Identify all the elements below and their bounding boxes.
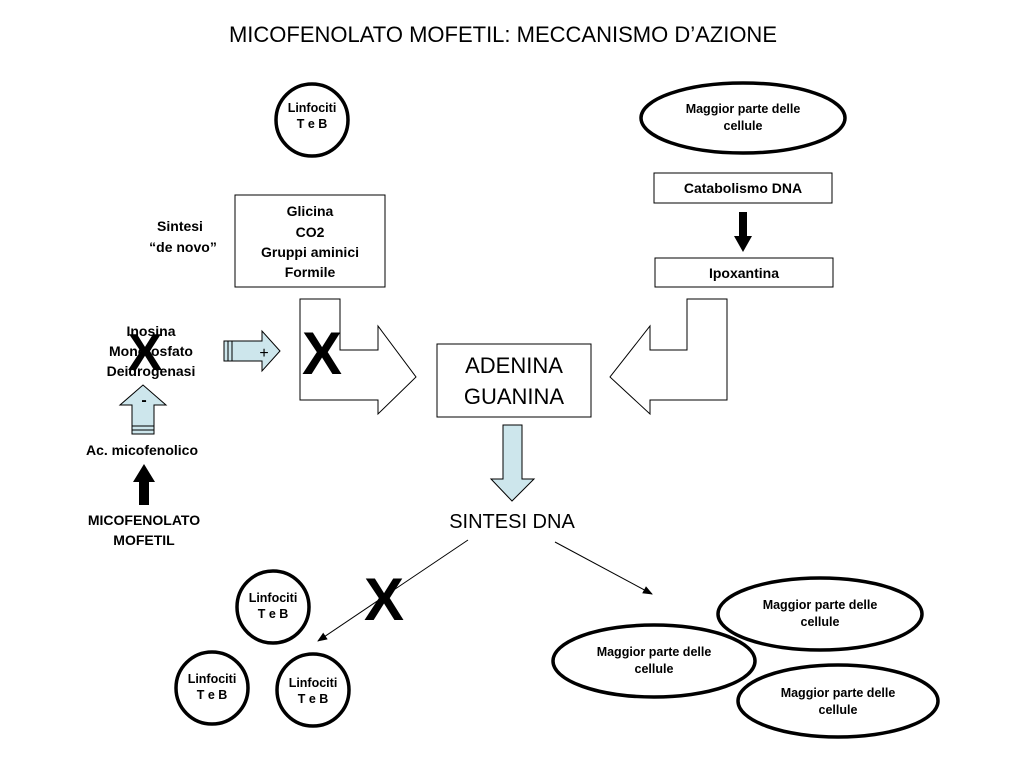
ellipse-label-line2: cellule xyxy=(801,615,840,629)
circle-label-line1: Linfociti xyxy=(288,101,337,115)
ellipse-label-line1: Maggior parte delle xyxy=(597,645,712,659)
bottom-cells-ellipse-1: Maggior parte delle cellule xyxy=(716,576,924,652)
bottom-cells-ellipse-2: Maggior parte delle cellule xyxy=(551,623,757,699)
substrate-glicina: Glicina xyxy=(287,203,334,219)
drug-up-arrow xyxy=(133,464,155,505)
purine-guanina: GUANINA xyxy=(464,384,565,409)
circle-label-line1: Linfociti xyxy=(188,672,237,686)
purines-down-arrow xyxy=(489,424,536,502)
de-novo-bent-arrow xyxy=(299,298,417,416)
drug-line1: MICOFENOLATO xyxy=(88,512,200,528)
bottom-lymphocytes-circle-3: Linfociti T e B xyxy=(275,652,351,728)
enzyme-line3: Deidrogenasi xyxy=(107,363,196,379)
diagram-title: MICOFENOLATO MOFETIL: MECCANISMO D’AZION… xyxy=(229,22,777,47)
de-novo-block-mark: X xyxy=(302,320,342,387)
circle-label-line2: T e B xyxy=(197,688,228,702)
bottom-lymphocytes-circle-1: Linfociti T e B xyxy=(235,569,311,645)
acid-minus-arrow: - xyxy=(118,384,168,435)
circle-label-line2: T e B xyxy=(298,692,329,706)
acid-label: Ac. micofenolico xyxy=(86,442,198,458)
salvage-bent-arrow xyxy=(609,298,728,416)
catabolism-down-arrow xyxy=(734,212,752,252)
drug-label: MICOFENOLATO MOFETIL xyxy=(88,512,200,548)
enzyme-line2: Monofosfato xyxy=(109,343,193,359)
enzyme-line1: Inosina xyxy=(126,323,175,339)
bottom-cells-ellipse-3: Maggior parte delle cellule xyxy=(736,663,940,739)
purines-box: ADENINA GUANINA xyxy=(436,343,592,418)
minus-sign: - xyxy=(141,392,146,409)
top-lymphocytes-circle: Linfociti T e B xyxy=(274,82,350,158)
enzyme-plus-arrow: + xyxy=(223,329,281,373)
dna-to-lymphocytes-arrow xyxy=(317,539,469,642)
catabolism-box: Catabolismo DNA xyxy=(653,172,833,204)
circle-label-line2: T e B xyxy=(297,117,328,131)
substrate-amino-groups: Gruppi aminici xyxy=(261,244,359,260)
circle-label-line2: T e B xyxy=(258,607,289,621)
enzyme-label: Inosina Monofosfato Deidrogenasi xyxy=(107,323,196,379)
substrates-box: Glicina CO2 Gruppi aminici Formile xyxy=(234,194,386,288)
circle-label-line1: Linfociti xyxy=(289,676,338,690)
ellipse-label-line2: cellule xyxy=(635,662,674,676)
ellipse-label-line1: Maggior parte delle xyxy=(763,598,878,612)
top-cells-ellipse: Maggior parte delle cellule xyxy=(639,81,847,155)
drug-line2: MOFETIL xyxy=(113,532,175,548)
substrate-formile: Formile xyxy=(285,264,336,280)
dna-synthesis-label: SINTESI DNA xyxy=(449,511,575,533)
catabolism-label: Catabolismo DNA xyxy=(684,180,802,196)
ellipse-label-line1: Maggior parte delle xyxy=(686,102,801,116)
dna-to-cells-arrow xyxy=(554,541,653,595)
purine-adenina: ADENINA xyxy=(465,353,563,378)
lymphocyte-block-mark: X xyxy=(364,566,404,633)
circle-label-line1: Linfociti xyxy=(249,591,298,605)
de-novo-line1: Sintesi xyxy=(157,218,203,234)
plus-sign: + xyxy=(259,345,268,362)
substrate-co2: CO2 xyxy=(296,224,325,240)
de-novo-label: Sintesi “de novo” xyxy=(149,218,217,255)
ellipse-label-line2: cellule xyxy=(819,703,858,717)
bottom-lymphocytes-circle-2: Linfociti T e B xyxy=(174,650,250,726)
hypoxanthine-label: Ipoxantina xyxy=(709,265,779,281)
ellipse-label-line2: cellule xyxy=(724,119,763,133)
ellipse-label-line1: Maggior parte delle xyxy=(781,686,896,700)
enzyme-block-mark: X xyxy=(128,324,163,382)
hypoxanthine-box: Ipoxantina xyxy=(654,257,834,288)
de-novo-line2: “de novo” xyxy=(149,239,217,255)
